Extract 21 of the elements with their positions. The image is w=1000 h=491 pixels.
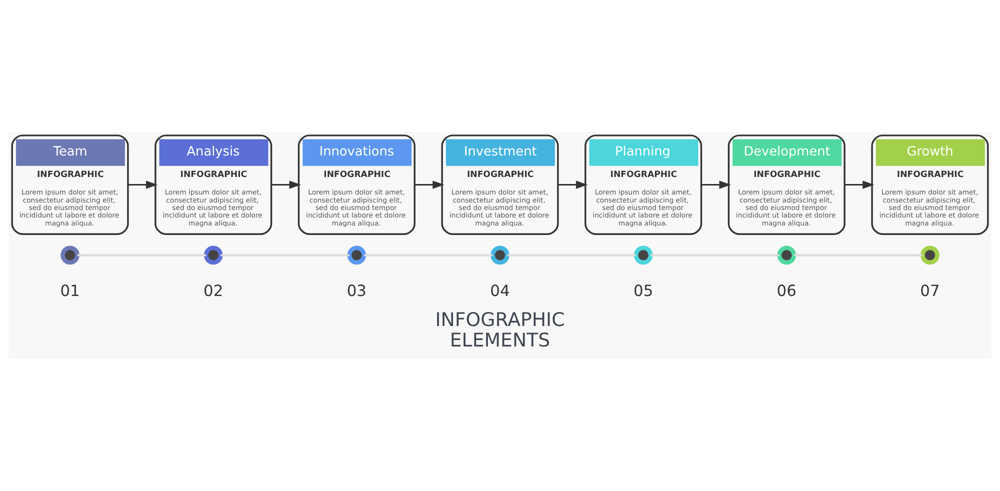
node-circle (920, 246, 940, 265)
diagram-title: INFOGRAPHIC ELEMENTS (435, 309, 565, 352)
arrow (701, 180, 731, 189)
node-circle (204, 246, 223, 265)
arrow (558, 180, 588, 189)
node-label: 02 (204, 282, 224, 300)
node-circle (634, 246, 653, 265)
arrow (844, 180, 874, 189)
arrow (271, 180, 301, 189)
arrow (414, 180, 444, 189)
arrow (128, 180, 158, 189)
node-label: 05 (633, 282, 654, 300)
node-circle (777, 246, 796, 265)
node-label: 04 (490, 282, 510, 300)
node-circle (60, 246, 80, 265)
node-label: 01 (60, 282, 80, 300)
node-circle (490, 246, 510, 265)
node-label: 03 (346, 282, 367, 300)
node-label: 06 (776, 282, 796, 300)
node-circle (347, 246, 366, 265)
node-label: 07 (920, 282, 940, 300)
